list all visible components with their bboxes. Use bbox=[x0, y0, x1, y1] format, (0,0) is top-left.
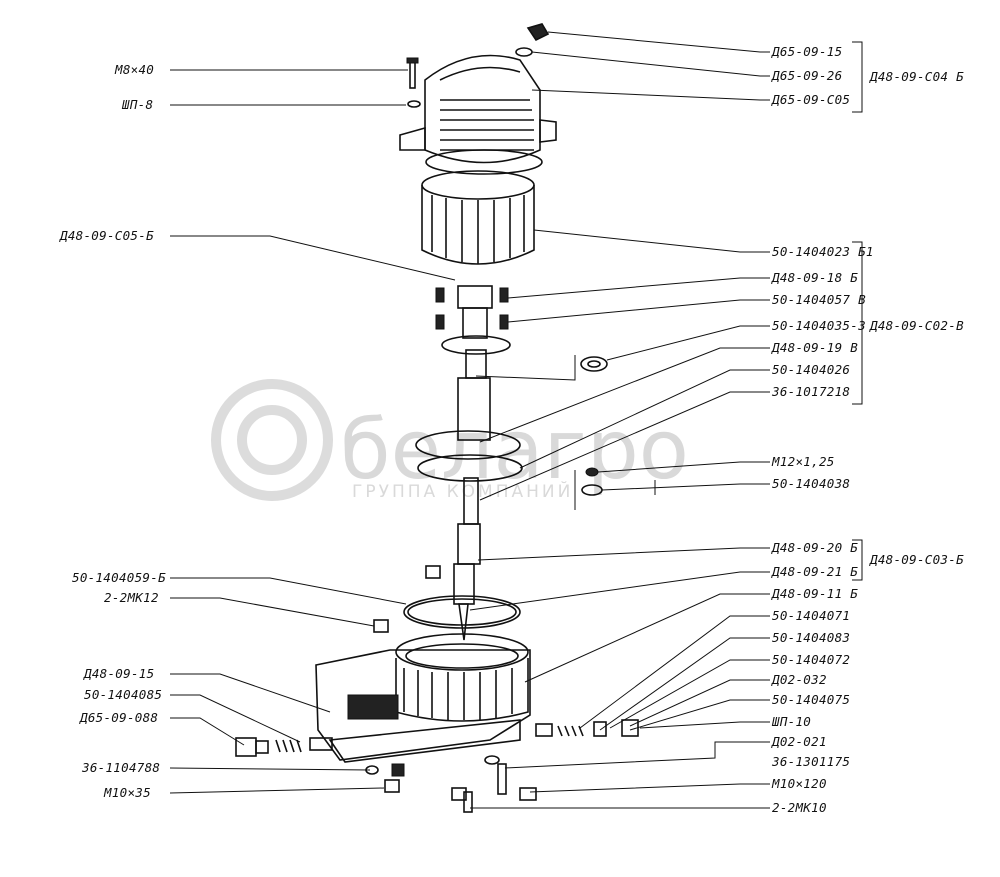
watermark-tagline: ГРУППА КОМПАНИЙ bbox=[352, 480, 573, 502]
label-d65-09-15: Д65-09-15 bbox=[771, 44, 842, 59]
label-50-1404023-b1: 50-1404023 Б1 bbox=[772, 244, 874, 259]
label-50-1404071: 50-1404071 bbox=[772, 608, 850, 623]
label-shp8: ШП-8 bbox=[121, 97, 153, 112]
base-housing-icon bbox=[315, 633, 531, 763]
label-m12x125: М12×1,25 bbox=[771, 454, 835, 469]
label-d48-09-21b: Д48-09-21 Б bbox=[771, 564, 858, 579]
cap-housing-icon bbox=[399, 54, 557, 175]
label-50-1404057v: 50-1404057 В bbox=[772, 292, 866, 307]
label-d48-09-15: Д48-09-15 bbox=[83, 666, 154, 681]
label-50-1404083: 50-1404083 bbox=[772, 630, 850, 645]
assembly-brackets bbox=[852, 41, 863, 581]
bolt-m8-icon bbox=[406, 57, 421, 108]
watermark: белагро ГРУППА КОМПАНИЙ bbox=[211, 379, 689, 502]
label-assembly-d48-09-c04-b: Д48-09-С04 Б bbox=[869, 69, 964, 84]
label-2-2mk10: 2-2МК10 bbox=[772, 800, 827, 815]
label-50-1404059-b: 50-1404059-Б bbox=[72, 570, 166, 585]
label-2-2mk12: 2-2МК12 bbox=[104, 590, 159, 605]
label-d02-021: Д02-021 bbox=[771, 734, 827, 749]
label-50-1404075: 50-1404075 bbox=[772, 692, 850, 707]
parts-drawing bbox=[235, 23, 639, 813]
label-assembly-d48-09-c02-v: Д48-09-С02-В bbox=[869, 318, 964, 333]
label-m8x40: М8×40 bbox=[114, 62, 154, 77]
labels-left: М8×40 ШП-8 Д48-09-С05-Б 50-1404059-Б 2-2… bbox=[59, 62, 166, 800]
rotor-head-icon bbox=[435, 285, 511, 379]
leader-lines bbox=[169, 31, 770, 809]
o-ring-icon bbox=[403, 595, 521, 629]
washer-icon bbox=[580, 356, 608, 372]
label-36-1301175: 36-1301175 bbox=[771, 754, 850, 769]
assembly-labels: Д48-09-С04 Б Д48-09-С02-В Д48-09-С03-Б bbox=[869, 69, 964, 567]
label-d65-09-088: Д65-09-088 bbox=[79, 710, 158, 725]
label-d48-09-c05-b: Д48-09-С05-Б bbox=[59, 228, 154, 243]
label-d48-09-11b: Д48-09-11 Б bbox=[771, 586, 858, 601]
bottom-bolts-icon bbox=[365, 755, 537, 813]
rotor-shaft-icon bbox=[415, 377, 523, 641]
label-50-1404072: 50-1404072 bbox=[772, 652, 850, 667]
label-50-1404085: 50-1404085 bbox=[84, 687, 162, 702]
label-d65-09-26: Д65-09-26 bbox=[771, 68, 842, 83]
labels-right: Д65-09-15 Д65-09-26 Д65-09-С05 50-140402… bbox=[771, 44, 874, 815]
label-36-1017218: 36-1017218 bbox=[771, 384, 850, 399]
left-bolt-icon bbox=[235, 737, 333, 757]
label-d02-032: Д02-032 bbox=[771, 672, 827, 687]
label-36-1104788: 36-1104788 bbox=[81, 760, 160, 775]
label-d48-09-19v: Д48-09-19 В bbox=[771, 340, 858, 355]
label-50-1404038: 50-1404038 bbox=[772, 476, 850, 491]
label-50-1404035-3: 50-1404035-3 bbox=[772, 318, 866, 333]
label-d48-09-20b: Д48-09-20 Б bbox=[771, 540, 858, 555]
label-assembly-d48-09-c03-b: Д48-09-С03-Б bbox=[869, 552, 964, 567]
label-d65-09-c05: Д65-09-С05 bbox=[771, 92, 850, 107]
label-shp10: ШП-10 bbox=[771, 714, 811, 729]
label-m10x120: М10×120 bbox=[771, 776, 827, 791]
filter-element-icon bbox=[421, 170, 535, 265]
label-50-1404026: 50-1404026 bbox=[772, 362, 850, 377]
top-plug-icon bbox=[515, 23, 550, 57]
label-m10x35: М10×35 bbox=[103, 785, 151, 800]
label-d48-09-18b: Д48-09-18 Б bbox=[771, 270, 858, 285]
